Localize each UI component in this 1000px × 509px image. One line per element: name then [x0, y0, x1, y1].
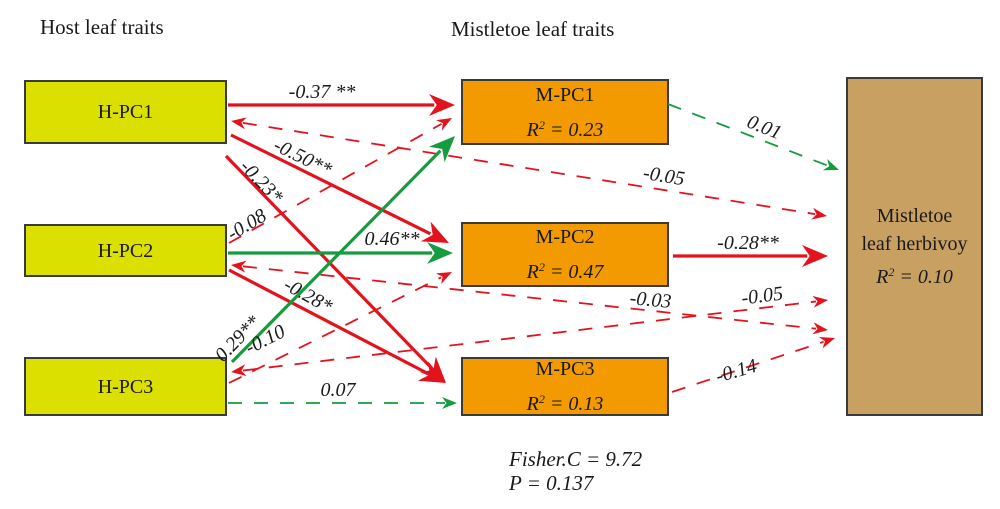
r2-symbol: R: [876, 266, 889, 288]
arrowhead-icon: [231, 260, 247, 273]
path-coefficient-label: -0.23*: [235, 156, 287, 208]
path-h-pc3-to-mistletoe-leaf-herbivoy: -0.05: [231, 283, 828, 377]
node-label-line2: leaf herbivoy: [861, 233, 968, 255]
arrowhead-icon: [231, 117, 247, 130]
host-traits-heading: Host leaf traits: [40, 15, 164, 39]
arrowhead-icon: [822, 159, 839, 171]
r2-superscript: 2: [538, 392, 545, 406]
path-line: [228, 268, 429, 375]
path-h-pc2-to-m-pc2: 0.46**: [228, 228, 453, 264]
r2-superscript: 2: [888, 265, 895, 279]
arrowhead-icon: [435, 118, 452, 131]
path-m-pc1-to-mistletoe-leaf-herbivoy: 0.01: [667, 103, 839, 171]
r2-symbol: R: [526, 261, 539, 283]
node-mistletoe-herbivory: Mistletoe leaf herbivoy R2 = 0.10: [846, 77, 983, 416]
path-coefficient-label: -0.03: [629, 287, 672, 313]
path-coefficient-label: -0.28**: [717, 232, 779, 254]
r2-superscript: 2: [538, 117, 545, 132]
arrowhead-icon: [231, 364, 247, 377]
r2-superscript: 2: [538, 260, 545, 274]
arrowhead-icon: [417, 361, 446, 383]
arrowhead-icon: [442, 397, 457, 409]
path-coefficient-label: -0.14: [713, 355, 759, 388]
path-line: [671, 340, 824, 393]
path-coefficient-label: -0.05: [642, 162, 687, 190]
r2-value: = 0.13: [544, 393, 604, 415]
path-coefficient-label: -0.50**: [270, 134, 335, 181]
path-coefficient-label: -0.05: [740, 283, 784, 310]
node-m-pc2: M-PC2 R2 = 0.47: [461, 222, 669, 287]
path-line: [242, 265, 817, 330]
p-value-stat: P = 0.137: [509, 471, 594, 495]
fisher-c-stat: Fisher.C = 9.72: [509, 447, 643, 471]
path-line: [667, 103, 829, 167]
r-squared: R2 = 0.13: [527, 384, 604, 419]
r-squared: R2 = 0.23: [527, 110, 604, 145]
node-label-line1: Mistletoe: [876, 205, 953, 227]
path-line: [230, 149, 442, 364]
path-coefficient-label: 0.01: [744, 111, 785, 145]
node-label: M-PC3: [535, 358, 595, 380]
path-h-pc2-to-mistletoe-leaf-herbivoy: -0.03: [231, 260, 828, 335]
arrowhead-icon: [811, 207, 827, 220]
node-label: M-PC1: [535, 83, 595, 106]
path-coefficient-label: -0.08: [223, 205, 270, 245]
node-h-pc3: H-PC3: [24, 357, 227, 416]
path-line: [242, 300, 817, 372]
arrowhead-icon: [818, 337, 835, 349]
r-squared: R2 = 0.47: [527, 252, 604, 287]
path-m-pc2-to-mistletoe-leaf-herbivoy: -0.28**: [673, 232, 828, 267]
arrowhead-icon: [427, 242, 453, 264]
node-label: H-PC2: [97, 239, 154, 262]
r2-value: = 0.10: [894, 266, 953, 288]
r2-symbol: R: [526, 118, 539, 141]
node-m-pc3: M-PC3 R2 = 0.13: [461, 357, 669, 416]
path-m-pc3-to-mistletoe-leaf-herbivoy: -0.14: [671, 337, 835, 393]
path-h-pc3-to-m-pc3: 0.07: [228, 379, 457, 409]
r2-value: = 0.23: [544, 118, 604, 141]
path-line: [230, 133, 432, 236]
node-m-pc1: M-PC1 R2 = 0.23: [461, 79, 669, 145]
arrowhead-icon: [429, 94, 455, 116]
arrowhead-icon: [812, 322, 828, 335]
mistletoe-traits-heading: Mistletoe leaf traits: [451, 17, 615, 41]
path-line: [242, 122, 816, 215]
arrowhead-icon: [435, 272, 452, 285]
model-fit-stats: Fisher.C = 9.72 P = 0.137: [509, 447, 642, 495]
path-coefficient-label: -0.37 **: [289, 81, 356, 103]
node-label: M-PC2: [535, 226, 595, 248]
path-coefficient-label: 0.46**: [365, 228, 420, 250]
arrowhead-icon: [428, 136, 455, 163]
node-h-pc2: H-PC2: [24, 224, 227, 277]
r2-symbol: R: [526, 393, 539, 415]
node-label: H-PC3: [97, 375, 154, 398]
node-label: H-PC1: [97, 101, 154, 123]
arrowhead-icon: [420, 221, 449, 243]
arrowhead-icon: [802, 245, 828, 267]
r-squared: R2 = 0.10: [876, 258, 953, 291]
arrowhead-icon: [812, 295, 828, 308]
path-h-pc1-to-m-pc1: -0.37 **: [228, 81, 455, 116]
path-line: [228, 276, 442, 384]
node-h-pc1: H-PC1: [24, 80, 227, 144]
path-coefficient-label: 0.07: [321, 379, 357, 401]
r2-value: = 0.47: [544, 261, 604, 283]
